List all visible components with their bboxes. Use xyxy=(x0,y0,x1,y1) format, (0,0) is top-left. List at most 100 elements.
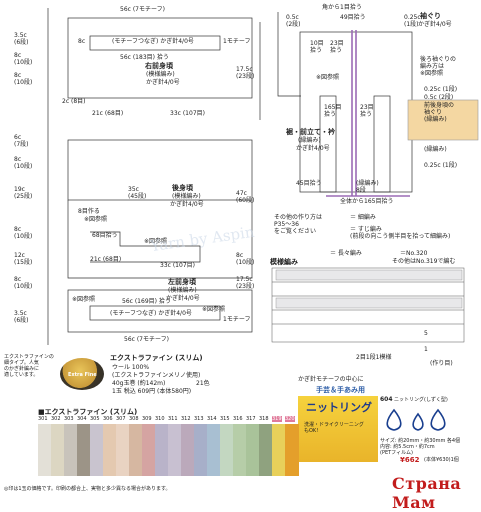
color-swatch-316 xyxy=(233,424,247,476)
tool-note: かぎ針モチーフの中心に xyxy=(298,376,364,383)
right-front-bottom-motif: 1モチーフ xyxy=(223,38,251,45)
color-swatch-309 xyxy=(142,424,156,476)
right-front-side-56c: 56c (183目) 拾う xyxy=(120,54,169,61)
sleeve-10: 10目 拾う xyxy=(310,40,324,54)
yarn-fiber: ウール 100% xyxy=(112,364,150,371)
yarn-info: エクストラファインの 細タイプ。人気 のかぎ針編みに 適しています。 Extra… xyxy=(0,354,210,396)
back-front-68: 68目拾う xyxy=(92,232,118,239)
color-swatch-306 xyxy=(103,424,117,476)
color-swatch-312 xyxy=(181,424,195,476)
back-front-note: ※図参照 xyxy=(84,216,108,223)
color-swatch-303 xyxy=(64,424,78,476)
back-bottom-21c: 21c (68目) xyxy=(90,256,122,263)
chart-legend-1: ＝ 細編み xyxy=(350,214,376,221)
color-swatch-310 xyxy=(155,424,169,476)
back-front-8: 8目作る xyxy=(78,208,100,215)
color-swatch-307 xyxy=(116,424,130,476)
color-swatch-305 xyxy=(90,424,104,476)
right-front-top-width: 56c (7モチーフ) xyxy=(120,6,165,13)
color-number: 308 xyxy=(129,416,139,422)
sleeve-23b: 23目 拾う xyxy=(360,104,374,118)
chart-yarn-1: ＝No.320 xyxy=(400,250,428,257)
chart-arrow-1: 1 xyxy=(424,346,428,353)
back-left-8c-c: 8c (10段) xyxy=(14,276,33,290)
back-left-19c: 19c (25段) xyxy=(14,186,33,200)
color-number: 302 xyxy=(51,416,61,422)
left-front-outline xyxy=(67,289,253,333)
sleeve-back-note: 後ろ袖ぐりの 編み方は ※図参照 xyxy=(420,56,457,77)
color-swatch-320 xyxy=(285,424,299,476)
sleeve-165: 165目 拾う xyxy=(324,104,342,118)
color-swatch-313 xyxy=(194,424,208,476)
color-number: 301 xyxy=(38,416,48,422)
color-number: 317 xyxy=(246,416,256,422)
color-number: 320 xyxy=(285,416,295,422)
stitch-chart-bands xyxy=(275,269,463,309)
right-front-bottom-33c: 33c (107目) xyxy=(170,110,205,117)
color-number: 315 xyxy=(220,416,230,422)
back-width-35c: 35c (45段) xyxy=(128,186,147,200)
back-bottom-right: 17.5c (23段) xyxy=(236,276,255,290)
chart-legend-3: ＝ 長々編み xyxy=(330,250,362,257)
back-height-47c: 47c (60段) xyxy=(236,190,255,204)
sleeve-025b: 0.25c (1段) xyxy=(424,86,458,93)
back-bottom-right-8c: 8c (10段) xyxy=(236,252,255,266)
tool-ring-text: 洗濯・ドライクリーニング もOK! xyxy=(304,422,364,434)
color-swatch-311 xyxy=(168,424,182,476)
color-swatch-315 xyxy=(220,424,234,476)
sleeve-detail-box xyxy=(407,99,479,141)
color-swatch-304 xyxy=(77,424,91,476)
sleeve-note: ※図参照 xyxy=(316,74,340,81)
color-number: 314 xyxy=(207,416,217,422)
yarn-ball-label: Extra Fine xyxy=(68,372,97,378)
color-swatch-301 xyxy=(38,424,52,476)
back-left-6c: 6c (7段) xyxy=(14,134,29,148)
color-number: 311 xyxy=(168,416,178,422)
sleeve-needle: かぎ針4/0号 xyxy=(418,21,452,28)
color-swatch-314 xyxy=(207,424,221,476)
left-front-needle: かぎ針4/0号 xyxy=(166,295,200,302)
left-front-note: ※図参照 xyxy=(72,296,96,303)
knitting-pattern-page: 56c (7モチーフ) (モチーフつなぎ) かぎ針4/0号 8c 56c (18… xyxy=(0,4,479,512)
color-number: 310 xyxy=(155,416,165,422)
right-front-bottom-21c: 21c (68目) xyxy=(92,110,124,117)
color-swatch-317 xyxy=(246,424,260,476)
back-ref: ※図参照 xyxy=(144,238,168,245)
back-lower-outline xyxy=(67,200,253,279)
left-front-left-35c: 3.5c (6段) xyxy=(14,310,29,324)
sleeve-title: 袖ぐり xyxy=(420,12,441,20)
site-logo: Страна Мам xyxy=(392,474,462,512)
stitch-chart xyxy=(271,267,465,343)
back-left-12c: 12c (15段) xyxy=(14,252,33,266)
sleeve-highlight-lines xyxy=(326,30,410,197)
color-number: 304 xyxy=(77,416,87,422)
right-front-left-8c: 8c (10段) xyxy=(14,52,33,66)
collar-pattern: (縁編み) xyxy=(298,137,321,144)
right-front-side-8c: 8c xyxy=(78,38,86,45)
right-front-right-175: 17.5c (23段) xyxy=(236,66,255,80)
chart-legend-2: ＝ すじ編み (前段の向こう側半目を拾って細編み) xyxy=(350,226,451,240)
chart-page-ref: その他の作り方は P35〜36 をご覧ください xyxy=(274,214,323,235)
yarn-name: エクストラファイン (スリム) xyxy=(110,354,203,362)
chart-title: 模様編み xyxy=(270,258,298,266)
yarn-colors: 21色 xyxy=(196,380,210,387)
tool-brand: 手芸＆手あみ用 xyxy=(316,386,365,394)
left-front-pattern: (模様編み) xyxy=(168,287,197,294)
color-number: 306 xyxy=(103,416,113,422)
back-bottom-33c: 33c (107目) xyxy=(160,262,195,269)
right-front-right-8c: 8c (10段) xyxy=(14,72,33,86)
schematic-lines xyxy=(47,8,479,345)
color-number: 313 xyxy=(194,416,204,422)
right-front-left-35c: 3.5c (6段) xyxy=(14,32,29,46)
back-upper-outline xyxy=(67,139,253,201)
yarn-ratio: (エクストラファインメリノ使用) xyxy=(112,372,201,379)
card-header: ■エクストラファイン (スリム) xyxy=(38,408,138,416)
sleeve-165-pick: 全体から165目拾う xyxy=(340,198,394,205)
card-footnote: ◎印は1玉の価格です。印刷の都合上、実物と多少異なる場合があります。 xyxy=(4,486,171,492)
back-left-8c-b: 8c (10段) xyxy=(14,226,33,240)
right-front-title: 右前身頃 xyxy=(145,62,173,70)
tool-code: 604 xyxy=(380,396,393,403)
collar-title: 裾・前立て・衿 xyxy=(286,128,335,136)
right-front-bottom-2c: 2c (8目) xyxy=(62,98,86,105)
sleeve-05b: 0.5c (2段) xyxy=(424,94,454,101)
